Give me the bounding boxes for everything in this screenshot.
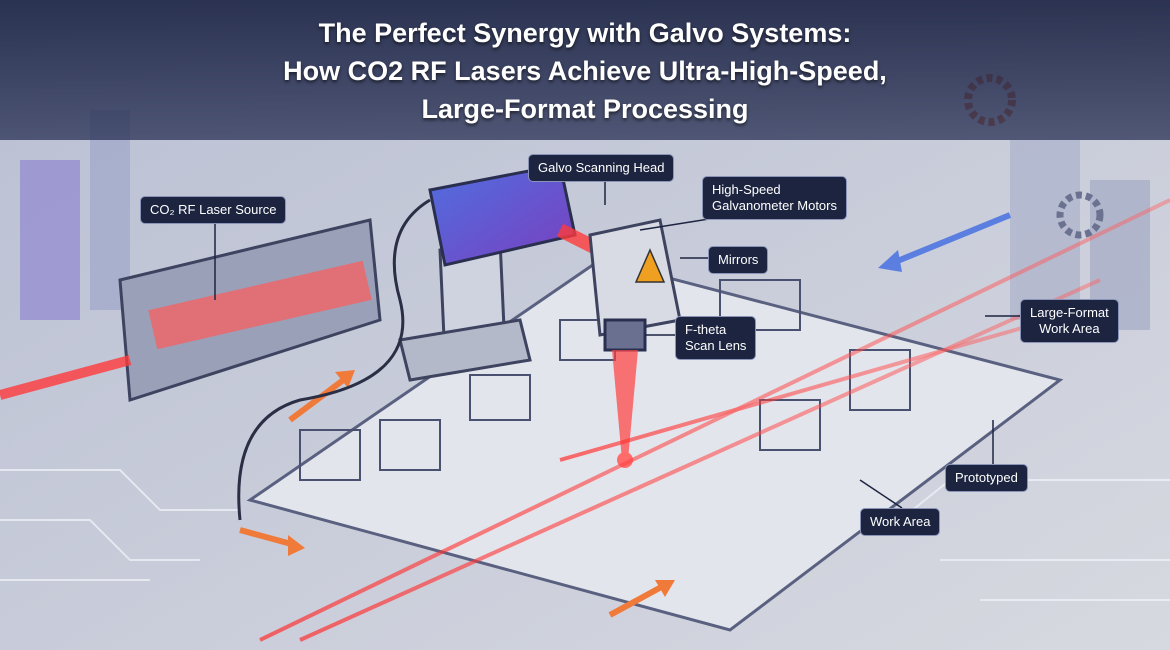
label-prototyped: Prototyped <box>945 464 1028 492</box>
title-banner <box>0 0 1170 140</box>
label-galvo-motors: High-Speed Galvanometer Motors <box>702 176 847 220</box>
label-galvo-head: Galvo Scanning Head <box>528 154 675 182</box>
focused-beam <box>612 350 638 460</box>
label-mirrors: Mirrors <box>708 246 769 274</box>
scan-lens <box>603 318 647 352</box>
warning-icon <box>634 248 666 283</box>
title-line-1: The Perfect Synergy with Galvo Systems: <box>318 18 852 48</box>
title-line-3: Large-Format Processing <box>421 94 749 124</box>
label-large-format-line2: Work Area <box>1039 321 1100 336</box>
output-beam <box>0 355 132 400</box>
cable <box>237 198 431 521</box>
label-galvo-motors-line2: Galvanometer Motors <box>712 198 837 213</box>
label-laser-source: CO₂ RF Laser Source <box>140 196 287 224</box>
label-scan-lens-line1: F-theta <box>685 322 727 337</box>
label-galvo-motors-line1: High-Speed <box>712 182 781 197</box>
page-title: The Perfect Synergy with Galvo Systems: … <box>0 14 1170 128</box>
label-large-format-line1: Large-Format <box>1030 305 1109 320</box>
label-scan-lens-line2: Scan Lens <box>685 338 747 353</box>
label-work-area: Work Area <box>860 508 941 536</box>
title-line-2: How CO2 RF Lasers Achieve Ultra-High-Spe… <box>283 56 887 86</box>
work-patterns <box>299 279 911 481</box>
label-scan-lens: F-theta Scan Lens <box>675 316 757 360</box>
label-large-format: Large-Format Work Area <box>1020 299 1119 343</box>
sweep-beams <box>259 198 1170 642</box>
